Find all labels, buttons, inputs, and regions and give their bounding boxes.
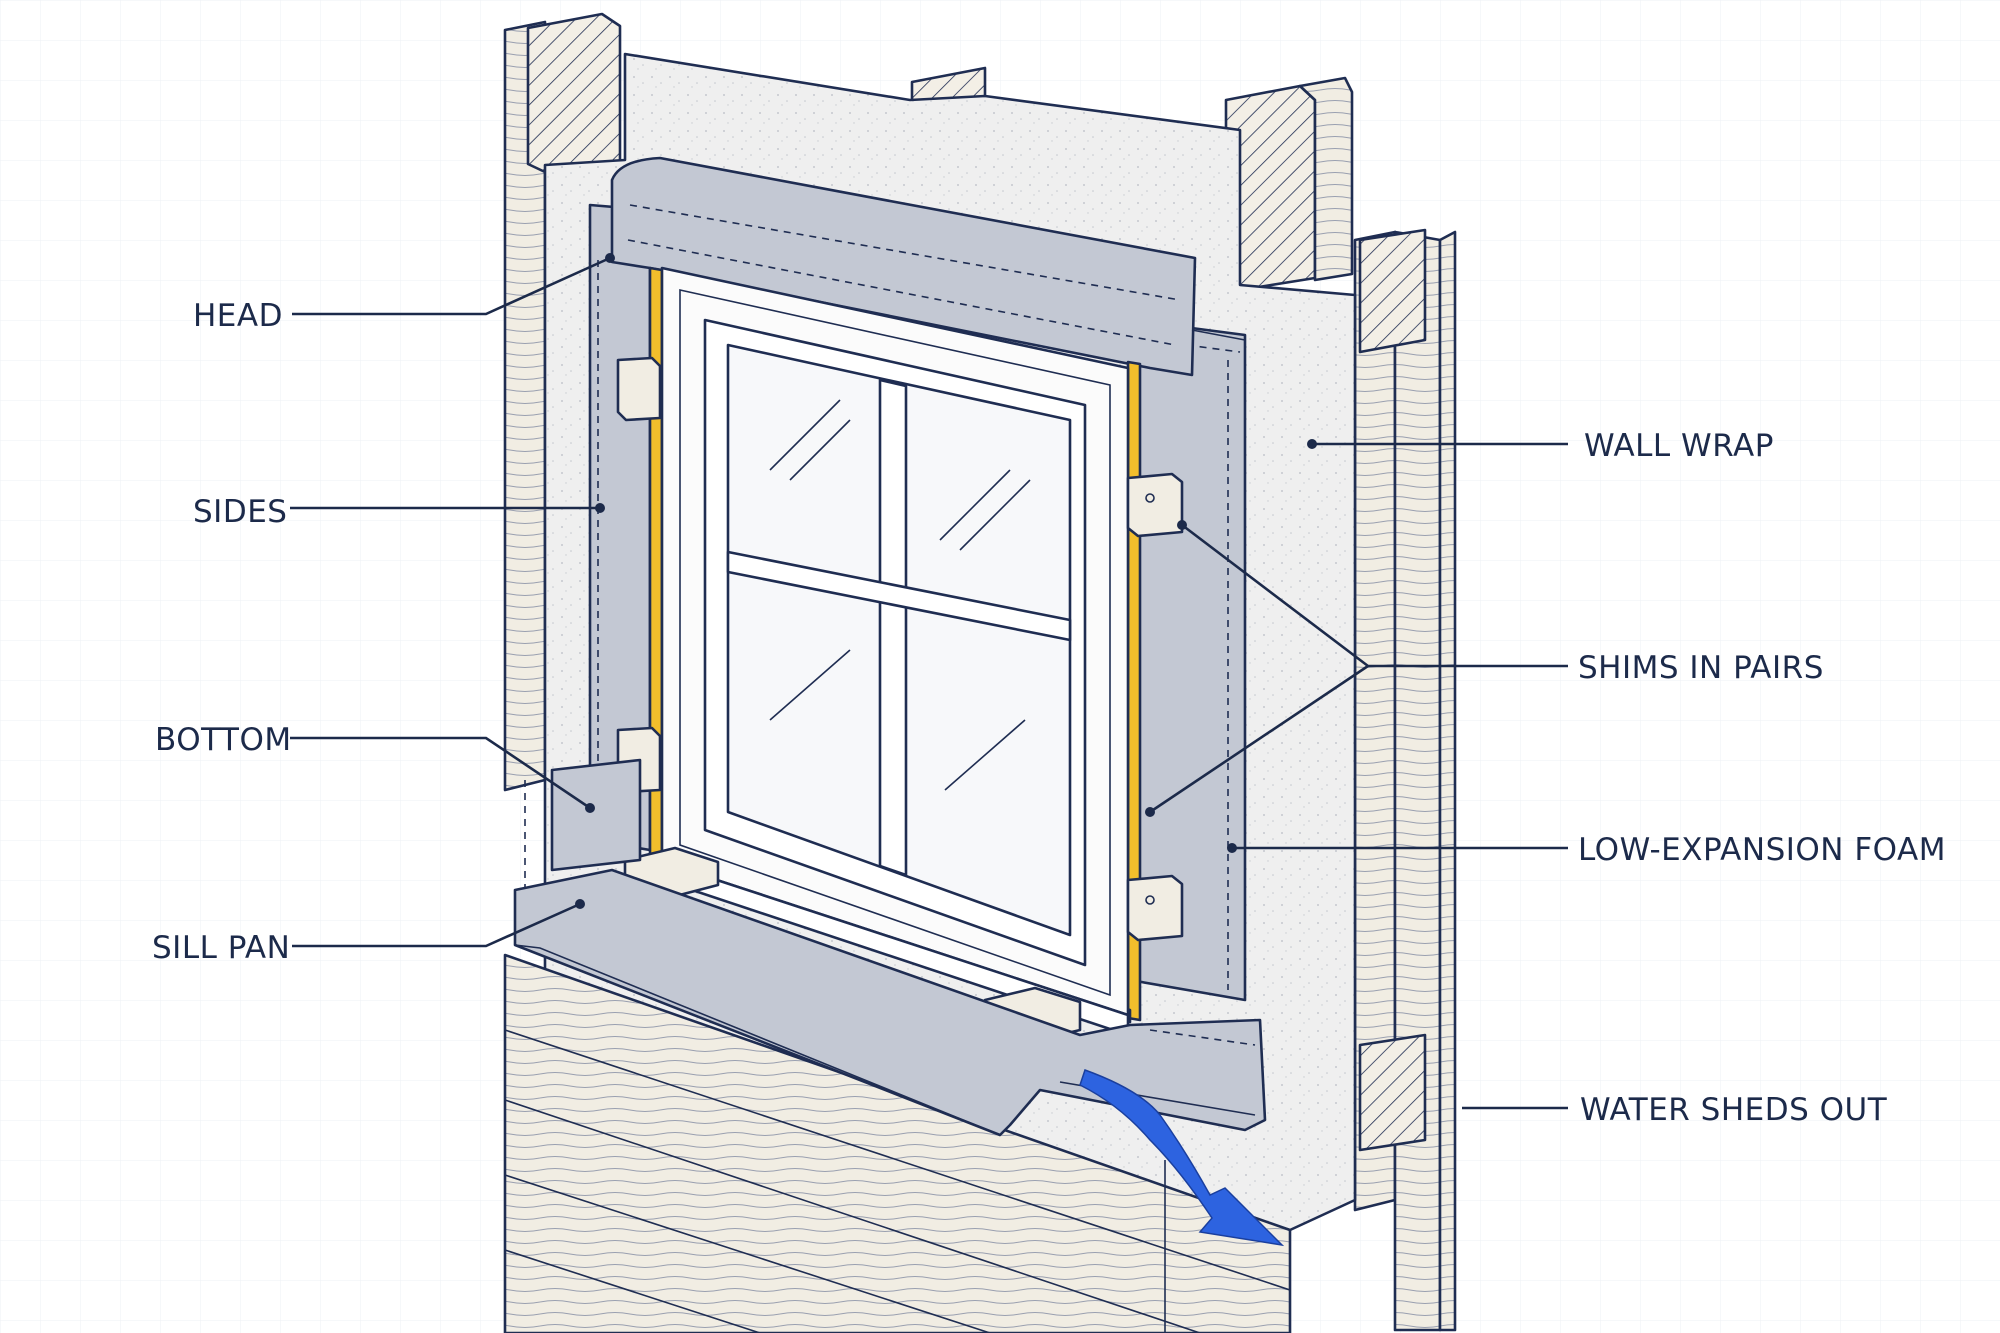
label-head: HEAD — [193, 298, 283, 334]
label-sill-pan: SILL PAN — [152, 930, 290, 966]
callout-shims: SHIMS IN PAIRS — [1145, 520, 1824, 817]
muntin-vertical — [878, 378, 908, 877]
label-foam: LOW-EXPANSION FOAM — [1578, 832, 1946, 868]
shim-right-bottom — [1126, 874, 1184, 942]
bottom-flashing — [550, 758, 642, 872]
top-stud-left — [526, 12, 622, 174]
label-water: WATER SHEDS OUT — [1580, 1092, 1888, 1128]
shim-right-top — [1126, 472, 1184, 538]
callout-water: WATER SHEDS OUT — [1462, 1092, 1888, 1128]
callout-head: HEAD — [193, 253, 615, 334]
sill-pan — [513, 868, 1267, 1137]
callout-bottom: BOTTOM — [155, 722, 595, 813]
label-wall-wrap: WALL WRAP — [1584, 428, 1774, 464]
right-block-low — [1358, 1033, 1427, 1152]
right-block — [1358, 228, 1427, 354]
callout-sides: SIDES — [193, 494, 605, 530]
right-stud-2 — [1393, 230, 1442, 1332]
callout-foam: LOW-EXPANSION FOAM — [1227, 832, 1946, 868]
lap-siding — [503, 953, 1292, 1333]
label-bottom: BOTTOM — [155, 722, 292, 758]
label-shims: SHIMS IN PAIRS — [1578, 650, 1824, 686]
shim-left-top — [616, 356, 662, 422]
water-arrow — [1079, 1069, 1285, 1247]
label-sides: SIDES — [193, 494, 287, 530]
right-stud-3 — [1438, 230, 1457, 1332]
top-stud-right-edge — [1298, 76, 1354, 282]
head-flashing — [610, 156, 1197, 377]
callout-sill-pan: SILL PAN — [152, 899, 585, 966]
muntin-horizontal — [726, 550, 1072, 642]
window — [660, 266, 1130, 1037]
callout-wall-wrap: WALL WRAP — [1307, 428, 1774, 464]
